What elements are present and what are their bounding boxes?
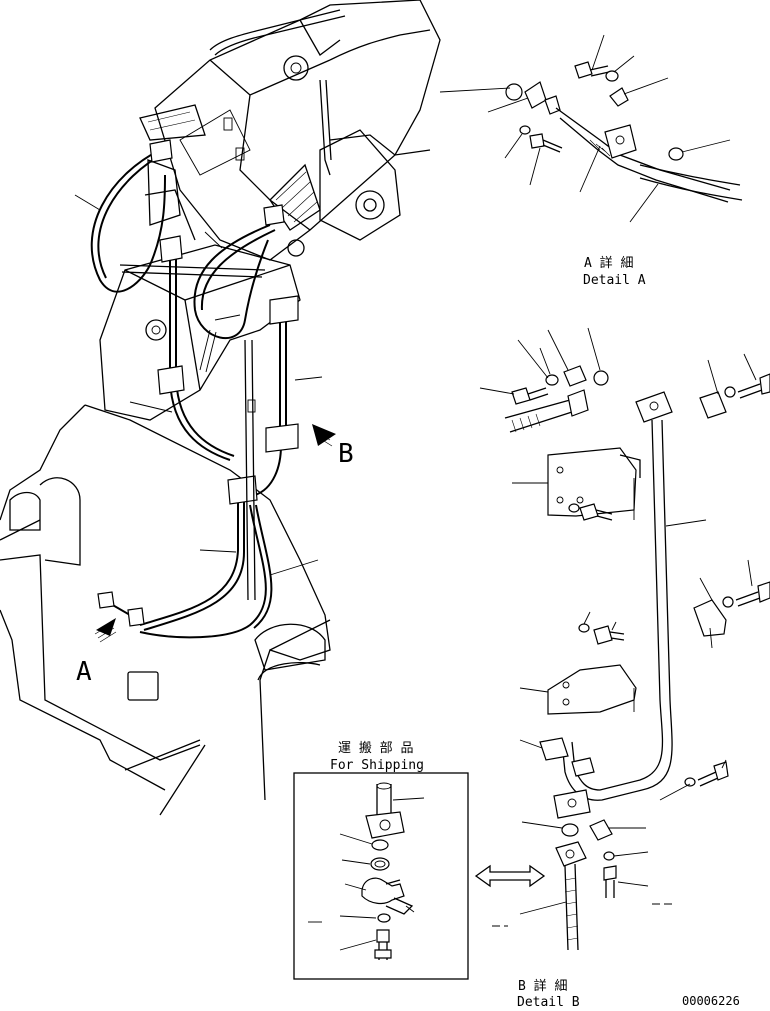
clamp-half-icon xyxy=(539,737,569,761)
bracket-icon xyxy=(547,664,637,715)
leader-lines-detail-b xyxy=(479,327,757,915)
leader-lines-detail-a xyxy=(439,34,731,223)
washer-icon xyxy=(519,125,531,135)
washer-icon xyxy=(603,851,615,861)
detail-b-title-en: Detail B xyxy=(517,995,580,1010)
clamp-half-icon xyxy=(589,819,613,841)
shipping-parts xyxy=(361,782,414,960)
bolt-icon xyxy=(697,761,729,787)
callout-arrow-b xyxy=(312,424,336,447)
bolt-icon xyxy=(574,61,610,79)
bolt-icon xyxy=(579,503,613,521)
detail-a-drawing xyxy=(505,61,743,203)
flange-icon xyxy=(365,811,405,839)
washer-icon xyxy=(568,503,580,513)
dash-marks xyxy=(492,903,672,927)
clamp-half-icon xyxy=(524,81,547,109)
bolt-icon xyxy=(529,133,563,153)
flange-icon xyxy=(553,789,591,819)
detail-a-title-jp: A 詳 細 xyxy=(584,255,633,271)
clamp-icon xyxy=(361,877,405,905)
callout-arrow-a xyxy=(94,618,117,643)
flange-icon xyxy=(604,124,637,159)
seal-icon xyxy=(370,857,390,871)
callout-label-a: A xyxy=(76,657,92,687)
o-ring-icon xyxy=(668,147,684,161)
washer-icon xyxy=(684,777,696,787)
callout-label-b: B xyxy=(338,439,354,469)
bolt-icon xyxy=(737,373,770,399)
double-arrow-icon xyxy=(474,864,546,888)
detail-b-title-jp: B 詳 細 xyxy=(518,978,567,994)
bolt-icon xyxy=(735,581,770,607)
shipping-title-en: For Shipping xyxy=(330,758,424,773)
detail-a-title-en: Detail A xyxy=(583,273,646,288)
washer-icon xyxy=(545,374,559,386)
washer-icon xyxy=(722,596,734,608)
flange-icon xyxy=(635,391,673,423)
o-ring-icon xyxy=(561,823,579,837)
detail-b-drawing xyxy=(504,365,770,951)
bolt-icon xyxy=(593,625,625,645)
boom-assembly xyxy=(0,0,441,816)
leader-lines-main xyxy=(74,194,323,576)
clamp-half-icon xyxy=(699,391,727,419)
shipping-title-jp: 運 搬 部 品 xyxy=(338,741,413,756)
o-ring-icon xyxy=(505,83,523,101)
bolt-icon xyxy=(374,929,392,960)
washer-icon xyxy=(377,913,391,923)
washer-icon xyxy=(724,386,736,398)
bolt-icon xyxy=(511,387,549,405)
leader-lines-shipping xyxy=(308,797,425,951)
o-ring-icon xyxy=(593,370,609,386)
clamp-half-icon xyxy=(609,87,629,107)
clamp-icon xyxy=(693,599,727,637)
clamp-half-icon xyxy=(563,365,587,387)
o-ring-icon xyxy=(371,839,389,851)
drawing-number: 00006226 xyxy=(682,994,740,1008)
washer-icon xyxy=(605,70,619,82)
washer-icon xyxy=(578,623,590,633)
bolt-icon xyxy=(603,865,617,898)
shipping-box xyxy=(293,772,469,980)
